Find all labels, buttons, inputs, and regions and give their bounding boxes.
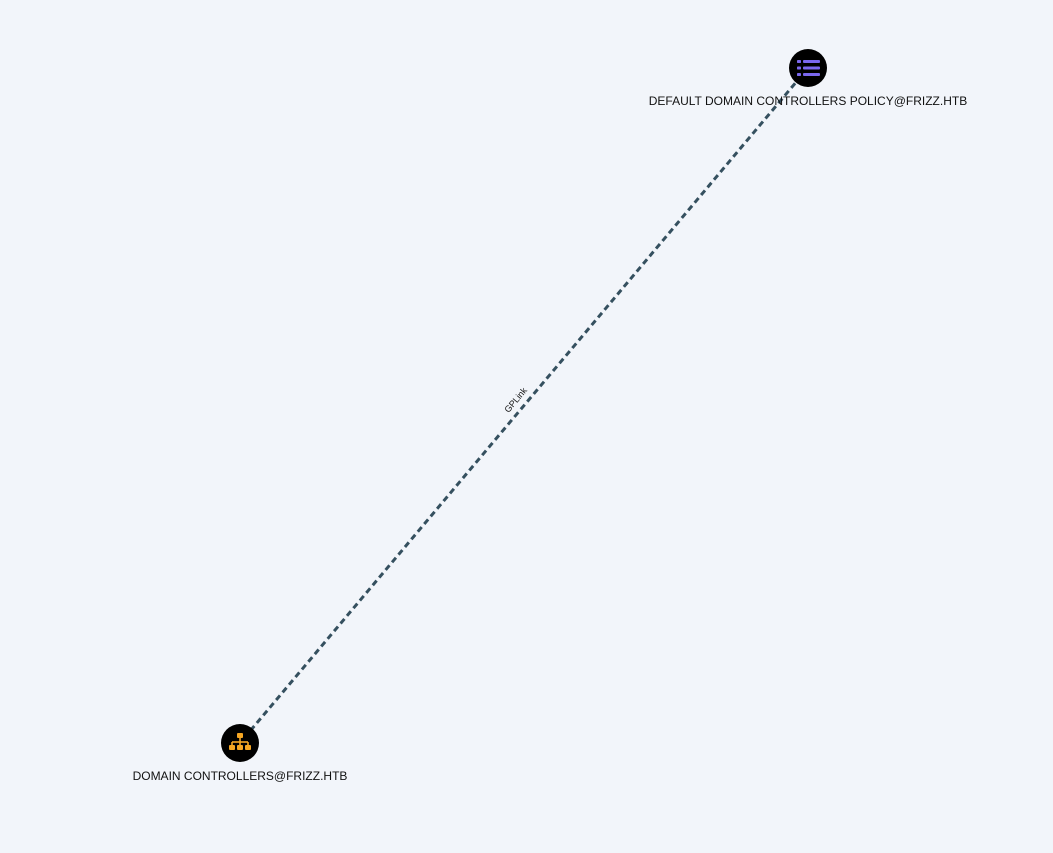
node-ou[interactable]: DOMAIN CONTROLLERS@FRIZZ.HTB xyxy=(133,724,348,783)
node-label-gpo: DEFAULT DOMAIN CONTROLLERS POLICY@FRIZZ.… xyxy=(649,94,967,108)
sitemap-icon xyxy=(229,733,251,750)
list-icon xyxy=(797,60,820,76)
edge-line[interactable] xyxy=(238,67,810,744)
node-label-ou: DOMAIN CONTROLLERS@FRIZZ.HTB xyxy=(133,769,348,783)
edge-gplink[interactable]: GPLink xyxy=(238,67,810,744)
edge-label: GPLink xyxy=(502,385,529,414)
node-gpo[interactable]: DEFAULT DOMAIN CONTROLLERS POLICY@FRIZZ.… xyxy=(649,49,967,108)
